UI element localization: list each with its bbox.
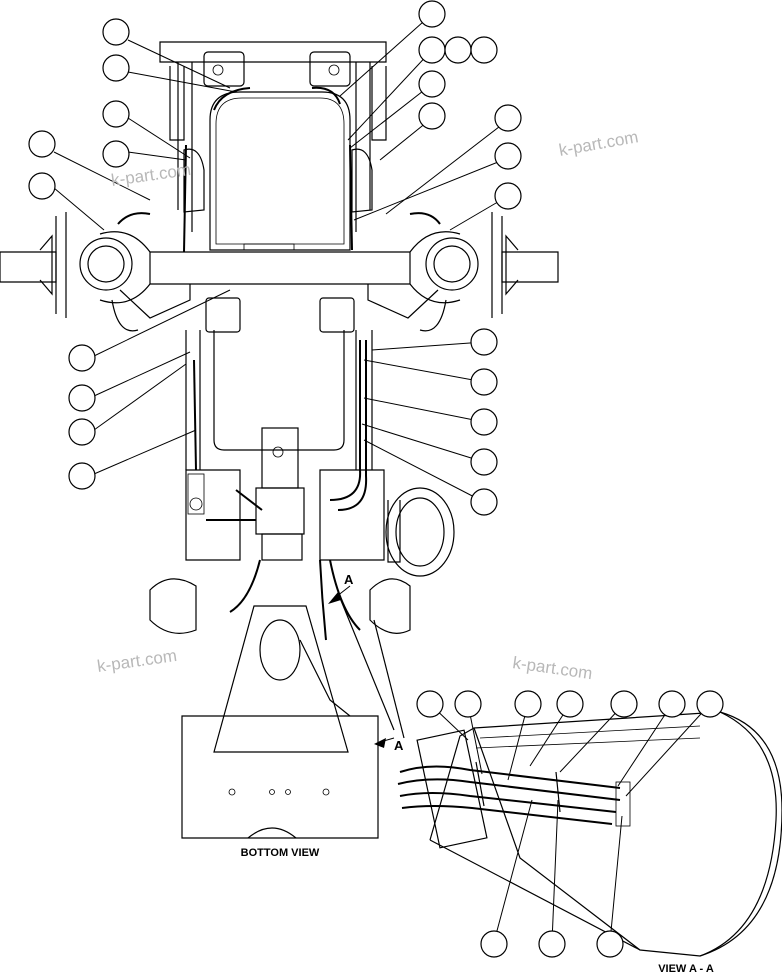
callout-circle <box>556 690 584 718</box>
callout-circle <box>418 36 446 64</box>
callout-circle <box>28 130 56 158</box>
callout-circle <box>696 690 724 718</box>
callout-circle <box>68 384 96 412</box>
callout-circle <box>68 418 96 446</box>
callout-circle <box>68 462 96 490</box>
callout-circle <box>418 102 446 130</box>
callout-circle <box>596 930 624 958</box>
callout-circle <box>102 54 130 82</box>
callout-circle <box>494 142 522 170</box>
callout-circles <box>28 0 724 958</box>
callout-circle <box>470 448 498 476</box>
callout-circle <box>28 172 56 200</box>
section-marker-label-top: A <box>344 572 354 587</box>
callout-circle <box>494 182 522 210</box>
bottom-view-caption: BOTTOM VIEW <box>241 847 320 859</box>
callout-circle <box>102 100 130 128</box>
callout-circle <box>494 104 522 132</box>
callout-circle <box>470 36 498 64</box>
callout-circle <box>470 328 498 356</box>
watermark-text: k-part.com <box>557 127 639 160</box>
callout-circle <box>102 18 130 46</box>
callout-circle <box>514 690 542 718</box>
callout-circle <box>470 488 498 516</box>
callout-circle <box>102 140 130 168</box>
watermark-text: k-part.com <box>511 653 593 683</box>
callout-circle <box>444 36 472 64</box>
callout-circle <box>418 0 446 28</box>
callout-leaders <box>53 13 711 943</box>
section-marker-top: A <box>328 572 354 604</box>
view-aa-caption: VIEW A - A <box>658 963 714 975</box>
section-marker-bottom: A <box>374 737 404 753</box>
callout-circle <box>470 368 498 396</box>
callout-circle <box>68 344 96 372</box>
view-aa-detail <box>397 711 782 957</box>
callout-circle <box>418 70 446 98</box>
bottom-view-block <box>181 597 405 839</box>
callout-circle <box>480 930 508 958</box>
section-marker-label-bottom: A <box>394 738 404 753</box>
callout-circle <box>416 690 444 718</box>
chassis-bottom-view <box>0 41 559 717</box>
callout-circle <box>454 690 482 718</box>
watermark-text: k-part.com <box>96 646 178 676</box>
callout-circle <box>470 408 498 436</box>
callout-circle <box>538 930 566 958</box>
callout-circle <box>658 690 686 718</box>
callout-circle <box>610 690 638 718</box>
